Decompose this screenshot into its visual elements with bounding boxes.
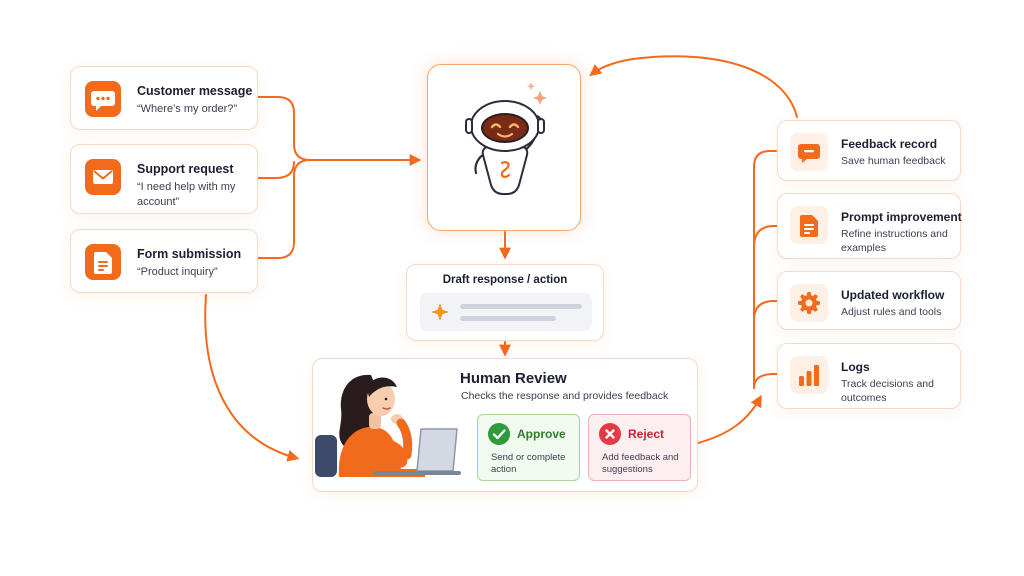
approve-option: Approve Send or complete action [477,414,580,481]
chat-icon [85,81,121,117]
document-icon [85,244,121,280]
improvement-card-updated-workflow: Updated workflow Adjust rules and tools [777,271,961,330]
ai-agent-card [427,64,581,231]
improvement-subtitle: Refine instructions and examples [841,228,948,254]
improvement-subtitle: Track decisions and outcomes [841,378,934,404]
input-title: Support request [137,162,234,176]
sparkle-icon [431,303,449,321]
improvement-subtitle: Save human feedback [841,155,946,167]
draft-preview [420,293,592,331]
connector-support-to-agent [257,161,295,179]
connector-form-to-review [204,294,300,462]
improvement-card-feedback-record: Feedback record Save human feedback [777,120,961,181]
check-icon [488,423,510,445]
document-icon [790,206,828,244]
improvement-title: Logs [841,360,870,374]
review-title: Human Review [460,370,567,387]
connector-workflow-branch [753,300,779,321]
input-title: Customer message [137,84,253,98]
reject-subtitle: Add feedback and suggestions [602,452,679,475]
improvement-subtitle: Adjust rules and tools [841,306,942,318]
approve-subtitle: Send or complete action [491,452,566,475]
input-title: Form submission [137,247,242,261]
human-review-card: Human Review Checks the response and pro… [312,358,698,492]
x-icon [599,423,621,445]
robot-icon [465,82,547,195]
improvement-title: Prompt improvement [841,210,962,224]
improvement-title: Updated workflow [841,288,945,302]
input-card-customer-message: Customer message “Where’s my order?” [70,66,258,130]
input-subtitle: “Product inquiry” [137,266,218,278]
reject-title: Reject [628,427,665,441]
connector-logs-branch [753,373,779,389]
connector-form-to-agent [257,159,311,259]
review-subtitle: Checks the response and provides feedbac… [461,390,669,402]
improvement-title: Feedback record [841,137,938,151]
connector-review-to-improvements [697,394,762,444]
reject-option: Reject Add feedback and suggestions [588,414,691,481]
input-card-form-submission: Form submission “Product inquiry” [70,229,258,293]
connector-customer-to-agent [257,96,422,166]
approve-title: Approve [517,427,566,441]
connector-prompt-branch [753,225,779,248]
feedback-icon [790,133,828,171]
gear-icon [790,284,828,322]
input-subtitle: “I need help with my account” [137,181,236,208]
input-card-support-request: Support request “I need help with my acc… [70,144,258,214]
person-at-laptop-illustration [315,374,461,477]
improvement-card-prompt-improvement: Prompt improvement Refine instructions a… [777,193,962,259]
text-placeholder-line [460,316,556,321]
connector-feedback-to-agent [589,55,798,118]
envelope-icon [85,159,121,195]
connector-improvements-bus [753,150,777,389]
draft-response-card: Draft response / action [406,264,604,341]
improvement-card-logs: Logs Track decisions and outcomes [777,343,961,409]
draft-title: Draft response / action [442,274,568,286]
input-subtitle: “Where’s my order?” [137,103,238,115]
text-placeholder-line [460,304,582,309]
bar-chart-icon [790,356,828,394]
